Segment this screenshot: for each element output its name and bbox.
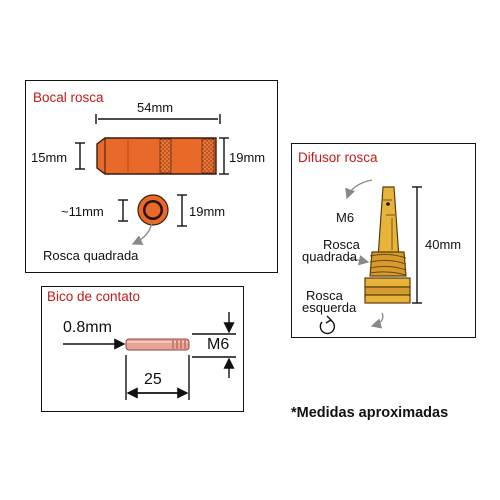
bocal-outer-dimension [177,194,187,227]
bocal-length-dimension [95,114,221,124]
difusor-length-dimension [412,186,422,304]
bico-length-label: 25 [144,371,162,388]
bocal-panel [25,80,278,273]
difusor-thread-label-2: quadrada [302,249,357,264]
bocal-length-label: 54mm [137,100,174,115]
rotation-icon [319,315,336,335]
bico-length-dimension [125,355,190,400]
bocal-nozzle-side [96,137,217,175]
difusor-thread-label-1: Rosca [323,237,360,252]
bocal-height-left-label: 15mm [31,150,68,165]
bocal-end-view [137,194,169,226]
bocal-15mm-dimension [75,142,85,170]
bocal-thread-label: Rosca quadrada [43,248,139,263]
bico-contact-tip [125,338,190,351]
difusor-m6-arrow [345,179,373,200]
measurements-note: *Medidas aproximadas [291,405,449,421]
bocal-inner-label: ~11mm [61,204,104,219]
bocal-title: Bocal rosca [33,90,104,105]
difusor-length-label: 40mm [425,237,462,252]
bico-thread-label: M6 [207,336,230,353]
difusor-body [364,186,411,304]
difusor-left-thread-label-1: Rosca [306,288,343,303]
bocal-inner-dimension [118,199,128,222]
difusor-thread-arrow [347,255,370,266]
bocal-outer-label: 19mm [189,204,226,219]
bico-title: Bico de contato [47,289,141,304]
bico-hole-label: 0.8mm [63,319,112,336]
bico-m6-dimension [192,312,236,378]
difusor-left-thread-arrow [370,312,384,329]
bocal-thread-arrow [131,221,153,245]
difusor-panel [291,143,476,338]
bocal-19mm-dimension [219,137,229,175]
difusor-m6-label: M6 [336,210,355,225]
difusor-left-thread-label-2: esquerda [302,300,357,315]
bocal-height-right-label: 19mm [229,150,266,165]
difusor-title: Difusor rosca [298,150,378,165]
